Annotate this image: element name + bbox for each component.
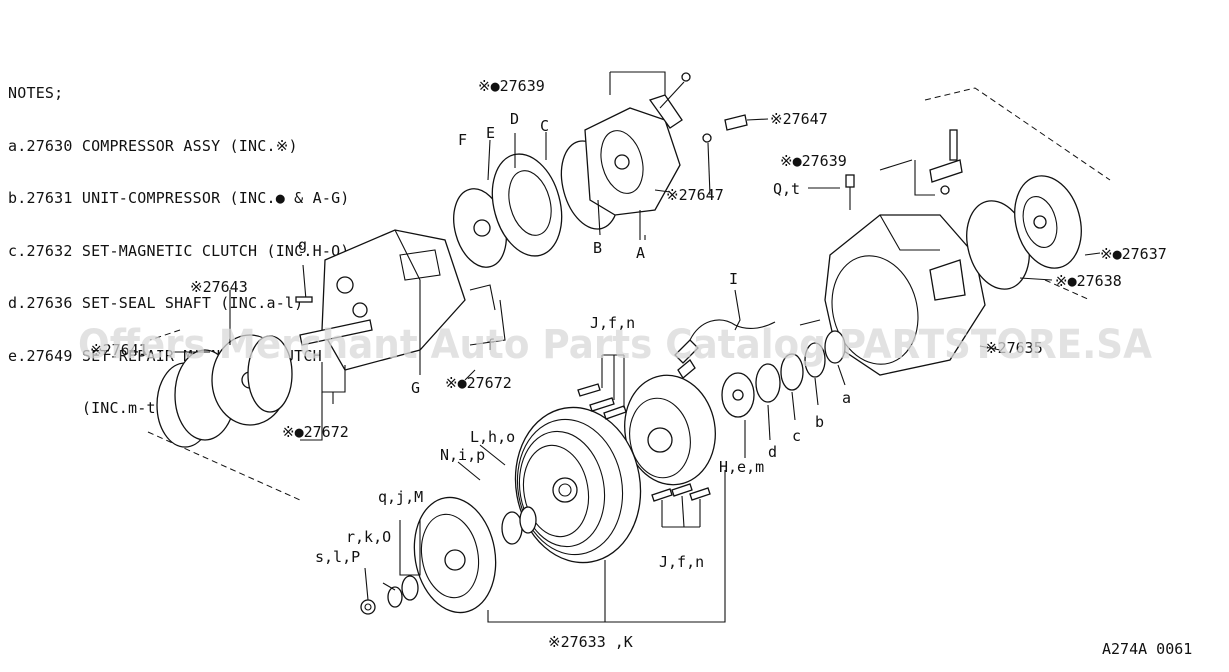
label-jfn-top: J,f,n	[590, 314, 635, 332]
notes-title: NOTES;	[8, 84, 64, 102]
label-27638: ※●27638	[1055, 272, 1122, 290]
drawing-code: A274A 0061	[1102, 640, 1192, 658]
label-lho: L,h,o	[470, 428, 515, 446]
label-27643: ※27643	[190, 278, 248, 296]
shim-N	[519, 506, 537, 534]
label-27641: ※27641	[90, 341, 148, 359]
shim-L	[501, 511, 523, 545]
label-27672-low: ※●27672	[282, 423, 349, 441]
label-C: C	[540, 117, 549, 135]
label-E: E	[486, 124, 495, 142]
label-27647-top: ※27647	[770, 110, 828, 128]
label-c: c	[792, 427, 801, 445]
washer-M	[401, 575, 419, 601]
front-cover-A	[584, 107, 681, 216]
label-hem: H,e,m	[719, 458, 764, 476]
valve-plate-E	[491, 153, 563, 257]
label-rko: r,k,O	[346, 528, 391, 546]
label-27637: ※●27637	[1100, 245, 1167, 263]
note-line-e-cont: (INC.m-t)	[8, 399, 165, 417]
watermark-text: Offers Merchant Auto Parts Catalog PARTS…	[78, 322, 1152, 368]
washer-O	[387, 586, 403, 608]
top-bracket-27639	[609, 71, 769, 196]
label-27635: ※27635	[985, 339, 1043, 357]
coil-harness-I	[674, 289, 776, 379]
bracket-27639-right	[929, 159, 963, 183]
label-nip: N,i,p	[440, 446, 485, 464]
bolt-27647	[724, 114, 748, 131]
label-a: a	[842, 389, 851, 407]
compressor-housing	[824, 214, 986, 376]
label-b: b	[815, 413, 824, 431]
note-line-a: a.27630 COMPRESSOR ASSY (INC.※)	[8, 136, 298, 155]
label-27633: ※27633 ,K	[548, 633, 633, 651]
label-f: f	[486, 336, 495, 354]
labels: ※●27639 ※27647 ※27647 ※●27639 Q,t ※●2763…	[90, 77, 1192, 658]
label-27647-mid: ※27647	[666, 186, 724, 204]
label-27672-mid: ※●27672	[445, 374, 512, 392]
nut-P	[360, 599, 376, 615]
leader-27633	[487, 470, 726, 623]
label-jfn-low: J,f,n	[659, 553, 704, 571]
label-B: B	[593, 239, 602, 257]
label-d: d	[768, 443, 777, 461]
label-slp: s,l,P	[315, 548, 360, 566]
field-coil	[624, 374, 716, 486]
cylinder-block	[295, 229, 506, 404]
seal-b	[804, 342, 826, 378]
cover-27637	[1014, 175, 1082, 269]
rear-valve-plate	[247, 335, 293, 413]
notes-block: NOTES; a.27630 COMPRESSOR ASSY (INC.※) b…	[8, 50, 350, 453]
label-27639-top: ※●27639	[478, 77, 545, 95]
note-line-c: c.27632 SET-MAGNETIC CLUTCH (INC.H-Q)	[8, 241, 350, 260]
label-D: D	[510, 110, 519, 128]
label-qjm: q,j,M	[378, 488, 423, 506]
leader-lines	[173, 159, 1101, 601]
washer-27647-top	[702, 133, 712, 143]
label-27639-right: ※●27639	[780, 152, 847, 170]
label-g: g	[298, 236, 307, 254]
label-I: I	[729, 270, 738, 288]
shaft	[299, 319, 373, 346]
label-qt: Q,t	[773, 180, 800, 198]
seal-a	[824, 330, 846, 364]
pulley	[514, 406, 642, 564]
rear-cover-group	[147, 329, 301, 501]
bolts-top	[577, 354, 627, 420]
bolts-low	[651, 483, 711, 528]
o-ring-c	[780, 353, 804, 391]
shaft-seal-parts	[721, 330, 846, 458]
note-line-d: d.27636 SET-SEAL SHAFT (INC.a-l)	[8, 294, 304, 312]
note-line-b: b.27631 UNIT-COMPRESSOR (INC.● & A-G)	[8, 189, 350, 207]
housing-group	[824, 87, 1111, 376]
label-F: F	[458, 131, 467, 149]
label-A: A	[636, 244, 645, 262]
front-head-group	[453, 107, 681, 268]
clutch-hub	[360, 496, 537, 615]
label-G: G	[411, 379, 420, 397]
snap-ring-d	[755, 363, 781, 403]
